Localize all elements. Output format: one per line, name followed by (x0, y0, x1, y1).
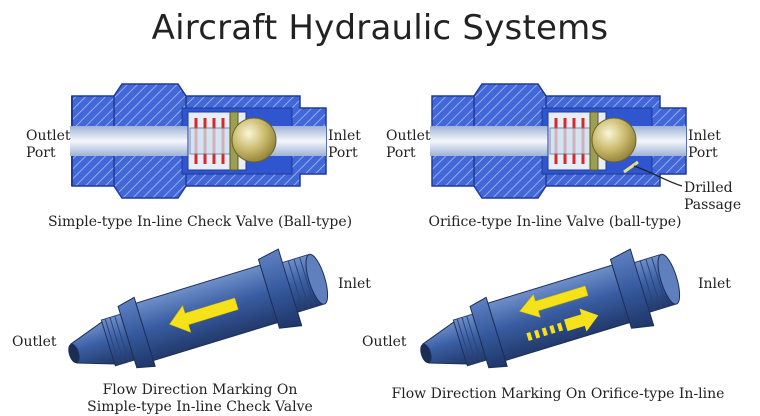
simple-valve-cross-section (70, 83, 327, 199)
simple-section-caption: Simple-type In-line Check Valve (Ball-ty… (47, 214, 353, 230)
simple-valve-3d-view (68, 248, 329, 369)
orifice-marking-caption: Flow Direction Marking On Orifice-type I… (391, 386, 725, 402)
orifice-marking-inlet-label: Inlet (698, 276, 731, 292)
simple-outlet-port-label: Outlet Port (26, 128, 71, 161)
simple-marking-inlet-label: Inlet (338, 276, 371, 292)
simple-marking-outlet-label: Outlet (12, 334, 57, 350)
orifice-valve-cross-section (430, 83, 687, 199)
orifice-outlet-port-label: Outlet Port (386, 128, 431, 161)
orifice-valve-3d-view (420, 248, 681, 369)
simple-inlet-port-label: Inlet Port (328, 128, 361, 161)
page-title: Aircraft Hydraulic Systems (151, 8, 609, 48)
simple-marking-caption: Flow Direction Marking On Simple-type In… (87, 382, 313, 415)
orifice-section-caption: Orifice-type In-line Valve (ball-type) (428, 214, 682, 230)
orifice-marking-outlet-label: Outlet (362, 334, 407, 350)
orifice-inlet-port-label: Inlet Port (688, 128, 721, 161)
drilled-passage-label: Drilled Passage (684, 180, 742, 213)
